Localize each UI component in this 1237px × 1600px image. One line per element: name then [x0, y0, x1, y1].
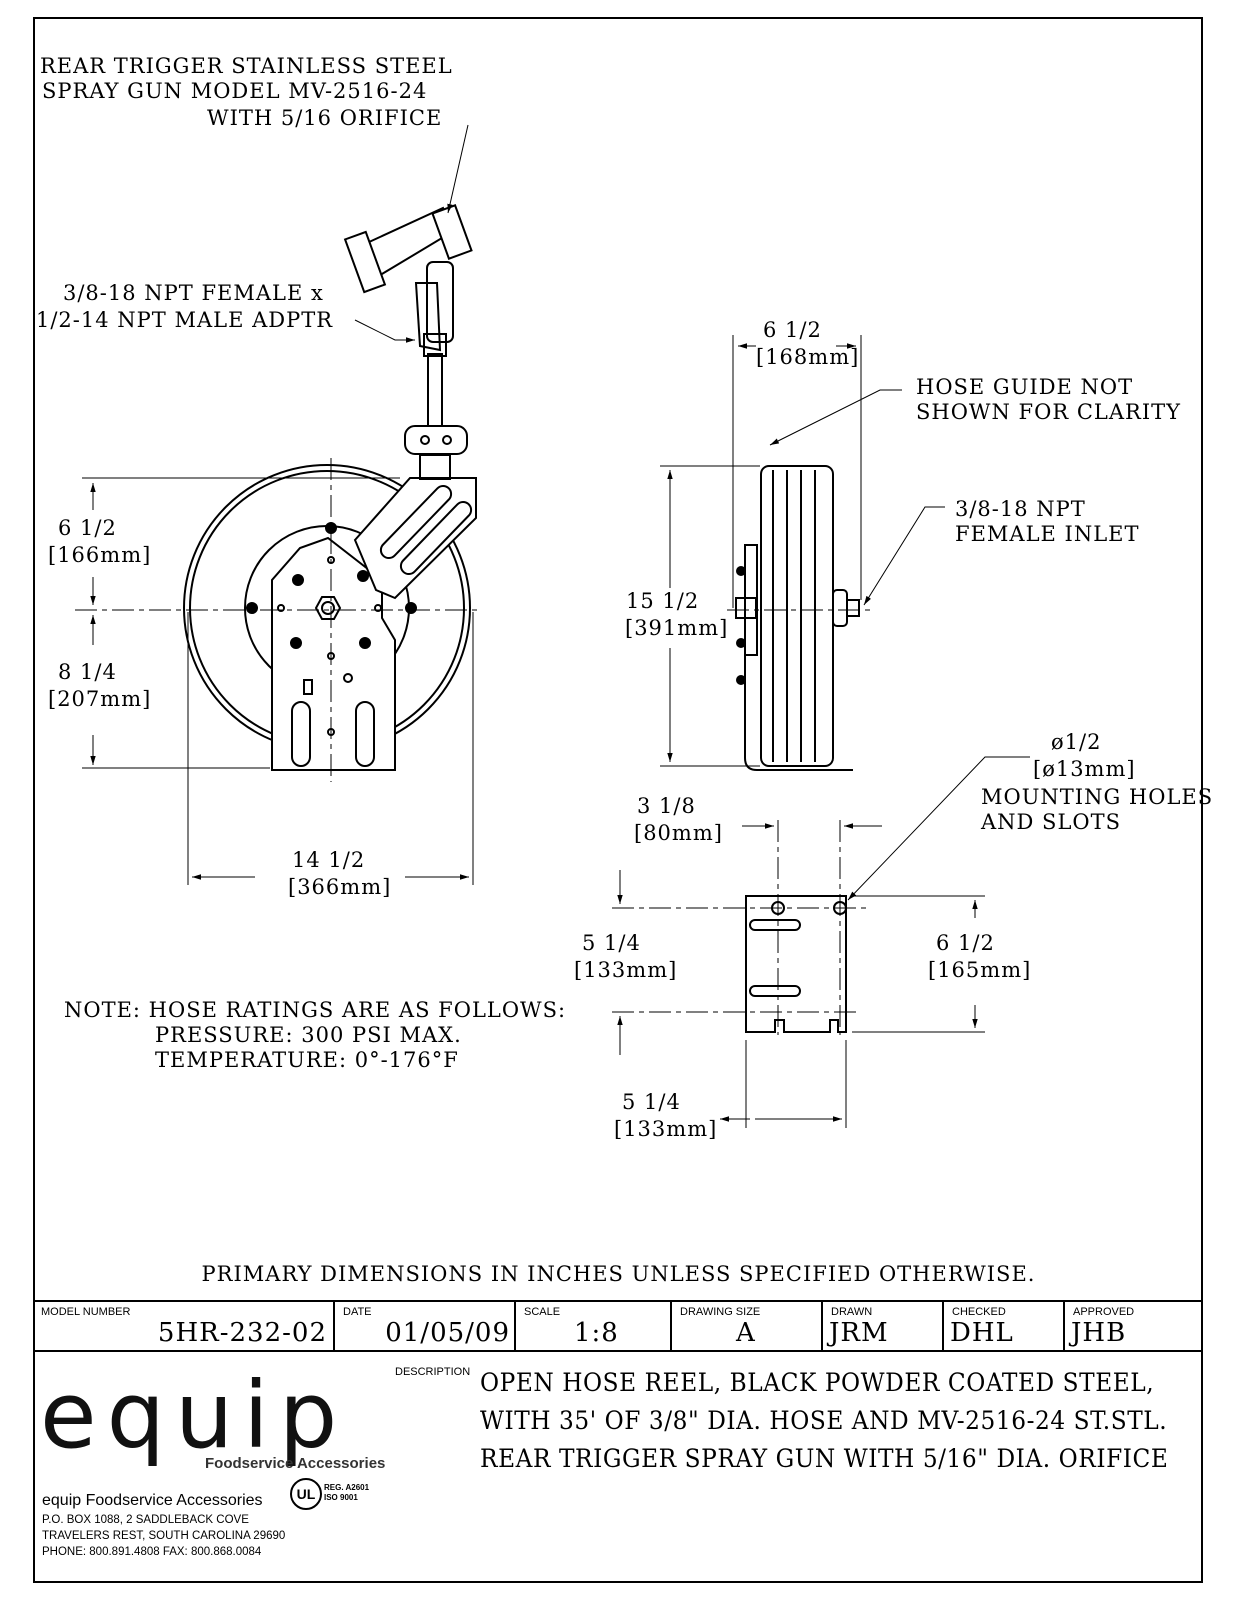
hole-dia-mm-label: [ø13mm]: [1033, 757, 1136, 781]
note-line-1: NOTE: HOSE RATINGS ARE AS FOLLOWS:: [64, 998, 567, 1022]
scale-cell: SCALE 1:8: [516, 1302, 672, 1350]
inlet-label-2: FEMALE INLET: [955, 522, 1140, 546]
approved-cell: APPROVED JHB: [1065, 1302, 1199, 1350]
dim-lower-height-mm: [207mm]: [48, 687, 152, 711]
company-logo: equip: [38, 1362, 378, 1470]
hole-dia-label: ø1/2: [1051, 730, 1102, 754]
scale-caption: SCALE: [524, 1306, 561, 1318]
ul-certification-icon: UL: [290, 1478, 322, 1510]
dim-upper-height-mm: [166mm]: [48, 543, 152, 567]
description-line-3: REAR TRIGGER SPRAY GUN WITH 5/16" DIA. O…: [480, 1444, 1169, 1473]
adapter-label-1: 3/8-18 NPT FEMALE x: [63, 281, 324, 305]
address-line-2: TRAVELERS REST, SOUTH CAROLINA 29690: [42, 1530, 286, 1542]
company-name: equip Foodservice Accessories: [42, 1492, 263, 1509]
iso-number: ISO 9001: [324, 1493, 358, 1502]
dim-base-height: 6 1/2: [936, 931, 995, 955]
mounting-label-2: AND SLOTS: [981, 810, 1121, 834]
mounting-label-1: MOUNTING HOLES: [981, 785, 1214, 809]
dim-width-mm: [366mm]: [288, 875, 392, 899]
phone-fax: PHONE: 800.891.4808 FAX: 800.868.0084: [42, 1546, 262, 1558]
scale-value: 1:8: [574, 1318, 619, 1348]
approved-caption: APPROVED: [1073, 1306, 1135, 1318]
logo-tagline: Foodservice Accessories: [205, 1455, 386, 1472]
base-view: [612, 756, 1030, 1128]
dim-base-height-mm: [165mm]: [928, 958, 1032, 982]
drawing-size-caption: DRAWING SIZE: [680, 1306, 761, 1318]
note-line-3: TEMPERATURE: 0°-176°F: [155, 1048, 459, 1072]
description-line-1: OPEN HOSE REEL, BLACK POWDER COATED STEE…: [480, 1368, 1155, 1397]
address-line-1: P.O. BOX 1088, 2 SADDLEBACK COVE: [42, 1514, 249, 1526]
side-view: [660, 335, 945, 771]
checked-value: DHL: [950, 1318, 1014, 1348]
description-caption: DESCRIPTION: [395, 1366, 471, 1378]
drawn-cell: DRAWN JRM: [823, 1302, 944, 1350]
spray-gun-label-1: REAR TRIGGER STAINLESS STEEL: [40, 54, 453, 78]
note-line-2: PRESSURE: 300 PSI MAX.: [155, 1023, 462, 1047]
drawn-value: JRM: [829, 1318, 889, 1348]
model-number-caption: MODEL NUMBER: [41, 1306, 131, 1318]
checked-cell: CHECKED DHL: [944, 1302, 1065, 1350]
dim-base-width-mm: [133mm]: [614, 1117, 718, 1141]
model-number-cell: MODEL NUMBER 5HR-232-02: [33, 1302, 335, 1350]
drawing-size-value: A: [736, 1318, 756, 1348]
dim-base-width: 5 1/4: [622, 1090, 681, 1114]
approved-value: JHB: [1071, 1318, 1127, 1348]
dim-hole-spacing: 3 1/8: [637, 794, 696, 818]
spray-gun-label-2: SPRAY GUN MODEL MV-2516-24: [42, 79, 428, 103]
reg-number: REG. A2601: [324, 1483, 370, 1492]
technical-drawing: [75, 124, 1030, 1128]
model-number: 5HR-232-02: [157, 1318, 327, 1348]
description: OPEN HOSE REEL, BLACK POWDER COATED STEE…: [480, 1364, 1168, 1478]
hose-guide-label-1: HOSE GUIDE NOT: [916, 375, 1134, 399]
checked-caption: CHECKED: [952, 1306, 1006, 1318]
dim-side-height-mm: [391mm]: [625, 616, 729, 640]
front-view: [75, 124, 478, 885]
dim-hole-spacing-mm: [80mm]: [634, 821, 723, 845]
description-line-2: WITH 35' OF 3/8" DIA. HOSE AND MV-2516-2…: [480, 1406, 1168, 1435]
date-caption: DATE: [343, 1306, 372, 1318]
primary-dimensions-note: PRIMARY DIMENSIONS IN INCHES UNLESS SPEC…: [201, 1262, 1036, 1286]
dim-side-width: 6 1/2: [763, 318, 822, 342]
dim-base-vertical-mm: [133mm]: [574, 958, 678, 982]
adapter-label-2: 1/2-14 NPT MALE ADPTR: [36, 308, 334, 332]
date-cell: DATE 01/05/09: [335, 1302, 516, 1350]
title-block: MODEL NUMBER 5HR-232-02 DATE 01/05/09 SC…: [33, 1300, 1203, 1352]
hose-guide-label-2: SHOWN FOR CLARITY: [916, 400, 1181, 424]
drawing-border: [33, 17, 1203, 1583]
dim-side-height: 15 1/2: [626, 589, 700, 613]
dim-upper-height: 6 1/2: [58, 516, 117, 540]
drawing-size-cell: DRAWING SIZE A: [672, 1302, 823, 1350]
logo-wordmark: equip: [40, 1362, 348, 1469]
spray-gun-label-3: WITH 5/16 ORIFICE: [207, 106, 443, 130]
drawn-caption: DRAWN: [831, 1306, 873, 1318]
date-value: 01/05/09: [385, 1318, 510, 1348]
inlet-label-1: 3/8-18 NPT: [955, 497, 1086, 521]
dim-lower-height: 8 1/4: [58, 660, 117, 684]
dim-width: 14 1/2: [292, 848, 366, 872]
dim-side-width-mm: [168mm]: [756, 345, 860, 369]
dim-base-vertical: 5 1/4: [582, 931, 641, 955]
